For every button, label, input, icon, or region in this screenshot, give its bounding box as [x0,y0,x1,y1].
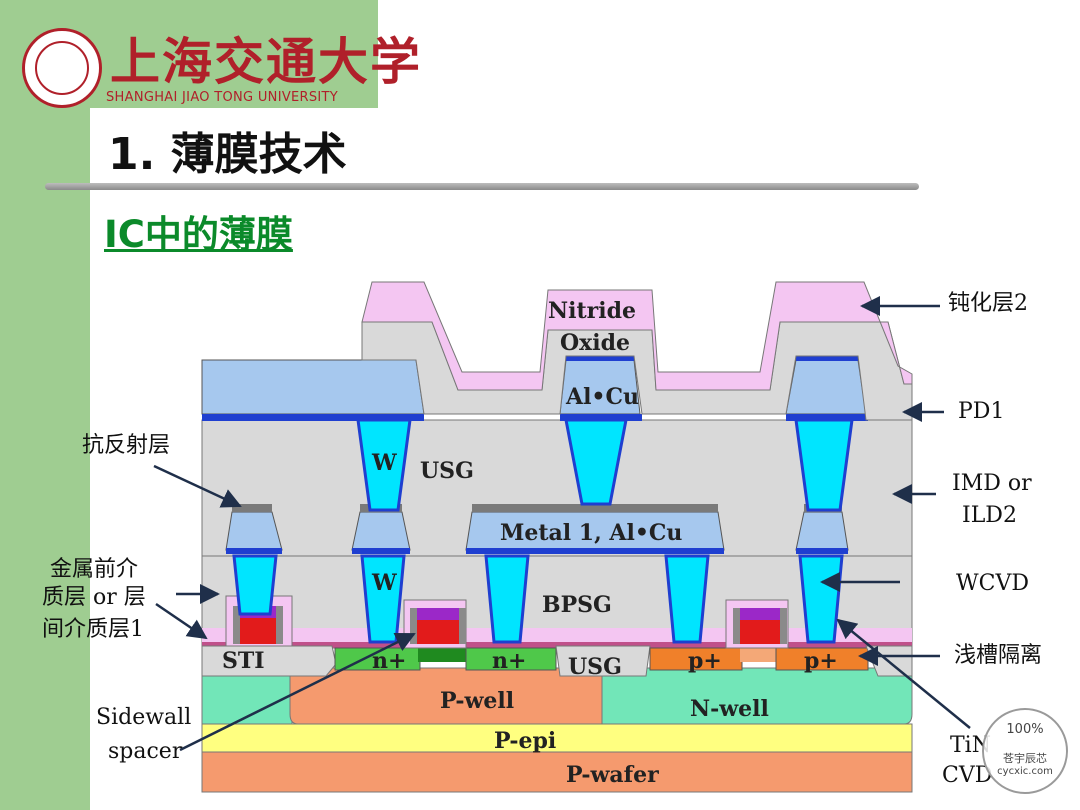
pd1-annotation: PD1 [958,399,1004,424]
imd-annotation-line1: IMD or [952,471,1032,496]
n-channel-region [418,648,466,662]
university-name-cn: 上海交通大学 [110,32,422,91]
sti-region [201,645,337,677]
p-channel-region [740,648,776,662]
p-plus-left-label: p+ [688,648,722,674]
p-epi-label: P-epi [494,728,556,754]
p-wafer-layer [201,751,913,793]
left-sidebar-band [0,0,90,810]
n-well-region [601,667,913,725]
gate-left [403,599,467,649]
wcvd-annotation: WCVD [956,571,1029,596]
watermark-percent: 100% [1006,722,1044,737]
n-plus-right-label: n+ [492,648,526,674]
watermark-badge: 100% 苍宇辰芯 cycxic.com [982,708,1068,794]
title-divider [45,183,919,190]
passivation2-annotation: 钝化层2 [948,291,1028,316]
alcu-label: Al•Cu [565,384,639,410]
n-well-label: N-well [690,696,769,722]
pmd-annotation-line3: 间介质层1 [42,617,144,642]
gate-right [725,599,789,649]
imd-annotation-line2: ILD2 [962,503,1017,528]
arc-annotation: 抗反射层 [82,433,170,458]
university-name-en: SHANGHAI JIAO TONG UNIVERSITY [106,90,339,105]
nitride-label: Nitride [548,298,636,324]
pmd-arrow-2 [155,602,208,640]
metal2-features [201,355,868,421]
slide-subtitle: IC中的薄膜 [104,213,293,256]
n-plus-region-right [465,647,557,671]
p-wafer-label: P-wafer [566,762,659,788]
p-well-label: P-well [440,688,514,714]
spacer-arrow [179,632,416,752]
metal1-features [225,504,849,554]
arc-arrow [153,464,242,508]
spacer-annotation-line1: Sidewall [96,705,191,730]
upper-tungsten-plugs [356,418,854,512]
tin-annotation-line2: CVD [942,763,992,788]
p-plus-right-label: p+ [804,648,838,674]
oxide-label: Oxide [560,330,630,356]
w-lower-label: W [371,570,397,596]
usg-upper-label: USG [420,458,474,484]
usg-shallow-trench [555,645,651,677]
usg-lower-label: USG [568,654,622,680]
spacer-annotation-line2: spacer [108,739,183,764]
w-upper-label: W [371,450,397,476]
slide-title: 1. 薄膜技术 [108,129,347,180]
p-well-region [289,667,603,725]
lower-tungsten-plugs [232,554,844,644]
watermark-brand-url: cycxic.com [997,766,1053,777]
sti-label: STI [222,648,265,674]
sti-annotation: 浅槽隔离 [954,643,1042,668]
tin-arrow [836,618,971,729]
metal1-label: Metal 1, Al•Cu [500,520,682,546]
p-epi-layer [201,723,913,753]
bpsg-label: BPSG [542,592,612,618]
watermark-brand-cn: 苍宇辰芯 [1003,752,1047,765]
university-seal-icon [22,28,102,108]
nitride-passivation [361,281,913,391]
pmd-annotation-line1: 金属前介 [50,557,138,582]
pmd-annotation-line2: 质层 or 层 [42,585,146,610]
tin-liner [202,642,912,648]
